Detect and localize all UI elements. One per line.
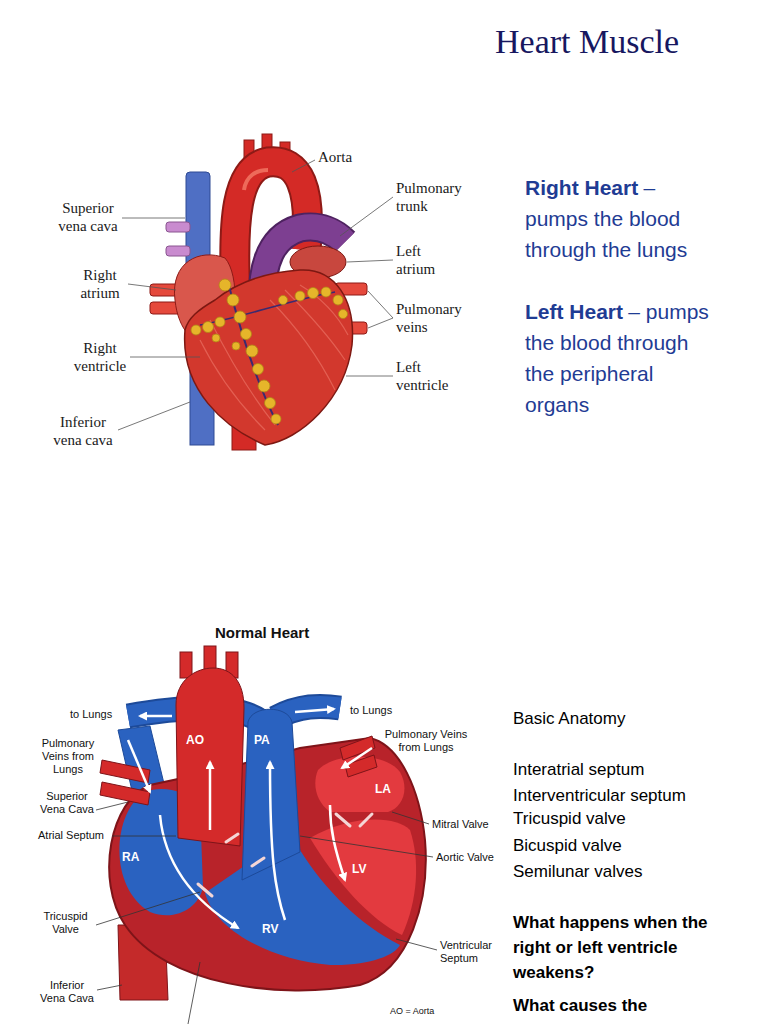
- heading-term: Right Heart: [525, 176, 638, 199]
- part-label: Right ventricle: [70, 339, 130, 375]
- part-label: Aortic Valve: [436, 851, 494, 864]
- chamber-abbrev: PA: [254, 733, 270, 747]
- figure-heading: Normal Heart: [215, 624, 309, 642]
- part-label: Aorta: [318, 148, 352, 166]
- part-label: Left ventricle: [396, 358, 458, 394]
- part-label: to Lungs: [350, 704, 392, 717]
- section-heart: [100, 646, 426, 1000]
- part-label: Right atrium: [72, 266, 128, 302]
- list-item: Interventricular septum: [513, 783, 686, 808]
- part-label: Left atrium: [396, 242, 444, 278]
- question-text: What happens when the right or left vent…: [513, 910, 748, 985]
- external-heart: [150, 134, 367, 450]
- part-label: Pulmonary Veins from Lungs: [376, 728, 476, 754]
- part-label: Tricuspid Valve: [38, 910, 93, 936]
- section-heading: Basic Anatomy: [513, 706, 625, 731]
- part-label: Ventricular Septum: [440, 939, 515, 965]
- part-label: Pulmonary veins: [396, 300, 476, 336]
- leader-lines: [118, 160, 393, 430]
- list-item: Semilunar valves: [513, 859, 642, 884]
- chamber-abbrev: RV: [262, 922, 278, 936]
- part-label: Inferior vena cava: [46, 413, 120, 449]
- chamber-abbrev: LA: [375, 782, 391, 796]
- abbrev-note: AO = Aorta: [390, 1006, 434, 1017]
- page-title: Heart Muscle: [495, 22, 679, 62]
- part-label: Mitral Valve: [432, 818, 489, 831]
- part-label: Superior vena cava: [52, 199, 124, 235]
- chamber-abbrev: AO: [186, 733, 204, 747]
- leader-lines: [96, 802, 437, 1024]
- part-label: Pulmonary trunk: [396, 179, 476, 215]
- part-label: Atrial Septum: [38, 829, 104, 842]
- chamber-abbrev: RA: [122, 850, 139, 864]
- part-label: Superior Vena Cava: [36, 790, 98, 816]
- part-label: to Lungs: [70, 708, 112, 721]
- list-item: Interatrial septum: [513, 757, 644, 782]
- list-item: Tricuspid valve: [513, 806, 626, 831]
- question-text: What causes the: [513, 993, 748, 1018]
- part-label: Pulmonary Veins from Lungs: [36, 737, 100, 776]
- side-note: Right Heart– pumps the blood through the…: [525, 172, 720, 265]
- chamber-abbrev: LV: [352, 862, 366, 876]
- heading-term: Left Heart: [525, 300, 623, 323]
- side-note: Left Heart– pumps the blood through the …: [525, 296, 720, 420]
- list-item: Bicuspid valve: [513, 833, 622, 858]
- part-label: Inferior Vena Cava: [36, 979, 98, 1005]
